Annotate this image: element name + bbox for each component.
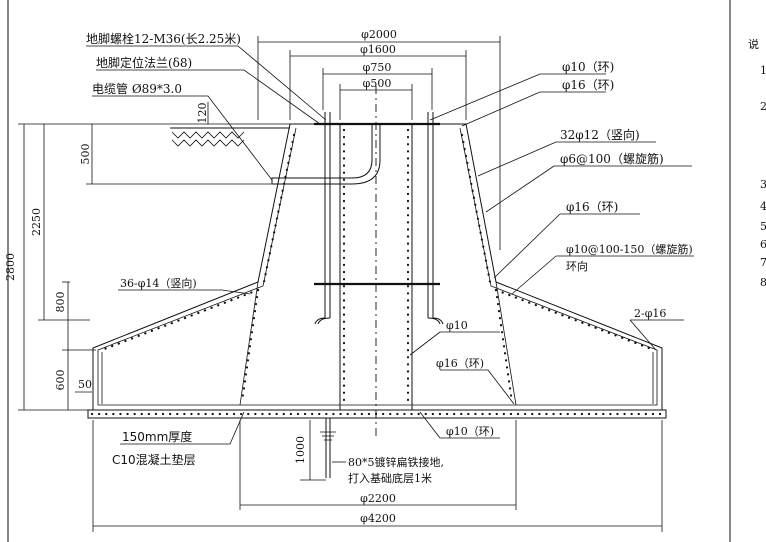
label-ring-direction: 环向 xyxy=(566,259,588,273)
note-number: 1 xyxy=(760,64,766,77)
dim-2800: 2800 xyxy=(4,253,17,281)
dim-800: 800 xyxy=(54,292,67,313)
label-anchor-bolt: 地脚螺栓12-M36(长2.25米) xyxy=(86,31,241,46)
label-phi16-ring-mid: φ16（环) xyxy=(566,200,618,214)
dim-phi4200: φ4200 xyxy=(360,512,396,525)
dim-120: 120 xyxy=(196,103,209,124)
end-bars xyxy=(101,352,654,404)
rebar-dots-right-leg xyxy=(494,288,514,404)
rebar-dots-right-lower xyxy=(494,288,656,352)
note-number: 2 xyxy=(760,100,766,113)
label-vertical-36: 36-φ14（竖向) xyxy=(120,276,197,290)
dim-phi500: φ500 xyxy=(363,77,392,90)
rebar-dots-left-leg xyxy=(240,288,260,404)
label-pad-thickness: 150mm厚度 xyxy=(122,429,192,444)
label-cable-pipe: 电缆管 Ø89*3.0 xyxy=(92,81,182,96)
label-spiral-phi6: φ6@100（螺旋筋) xyxy=(560,151,664,166)
note-number: 3 xyxy=(760,178,766,191)
label-phi10-ring-bottom: φ10（环) xyxy=(446,425,494,438)
notes-title: 说 xyxy=(748,37,759,51)
label-phi10-inner: φ10 xyxy=(446,319,468,332)
label-flange: 地脚定位法兰(δ8) xyxy=(96,55,192,70)
label-phi16-ring-top: φ16（环) xyxy=(562,78,614,92)
label-phi16-ring-low: φ16（环) xyxy=(436,357,484,370)
dim-50: 50 xyxy=(78,378,92,391)
ground-hatch xyxy=(170,127,290,147)
note-number: 8 xyxy=(760,276,766,289)
rebar-dots-left-lower xyxy=(100,288,260,352)
label-pad-material: C10混凝土垫层 xyxy=(112,452,196,467)
note-number: 4 xyxy=(760,200,766,213)
cable-pipe xyxy=(271,124,381,185)
rebar-cage xyxy=(97,127,658,406)
inner-cage-legs xyxy=(239,281,517,406)
dim-phi2000: φ2000 xyxy=(361,28,397,41)
dim-phi2200: φ2200 xyxy=(360,492,396,505)
dim-phi1600: φ1600 xyxy=(360,43,396,56)
label-vertical-32: 32φ12（竖向) xyxy=(560,127,640,142)
anchor-bolts xyxy=(314,112,444,325)
dim-phi750: φ750 xyxy=(363,61,392,74)
ground-electrode xyxy=(320,418,336,478)
leader-lines xyxy=(86,45,694,463)
left-dimensions xyxy=(18,102,326,481)
note-number: 7 xyxy=(760,256,766,269)
dim-1000: 1000 xyxy=(294,436,307,464)
dim-600: 600 xyxy=(54,370,67,391)
dim-500: 500 xyxy=(79,144,92,165)
label-ground-strip: 80*5镀锌扁铁接地, xyxy=(348,455,444,469)
label-spiral-phi10: φ10@100-150（螺旋筋) xyxy=(566,242,693,256)
top-dimensions xyxy=(257,36,501,250)
note-number: 6 xyxy=(760,238,766,251)
dim-2250: 2250 xyxy=(30,208,43,236)
label-ground-strip-2: 打入基础底层1米 xyxy=(348,471,432,485)
label-phi10-ring-top: φ10（环) xyxy=(562,60,614,74)
note-number: 5 xyxy=(760,220,766,233)
bottom-dimensions xyxy=(92,420,663,532)
label-two-phi16: 2-φ16 xyxy=(634,307,666,320)
